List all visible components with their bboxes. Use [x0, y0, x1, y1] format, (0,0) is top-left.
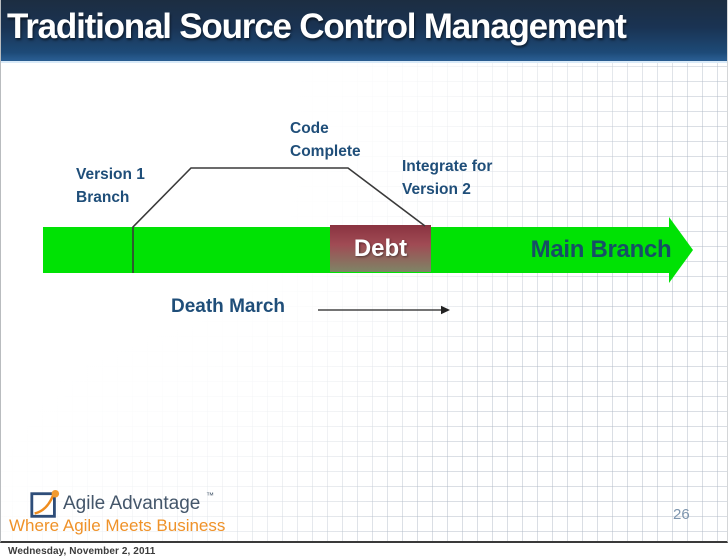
death-march-arrowhead	[441, 305, 450, 315]
agile-advantage-logo-icon	[30, 489, 60, 518]
logo-tagline-text: Where Agile Meets Business	[9, 516, 226, 535]
code-complete-label: Code Complete	[290, 120, 361, 160]
branch-lines-layer	[132, 167, 450, 315]
caption-strip: Wednesday, November 2, 2011	[0, 543, 728, 560]
version1-branch-label: Version 1 Branch	[76, 166, 145, 206]
slide-title: Traditional Source Control Management	[7, 7, 627, 46]
main-branch-label: Main Branch	[530, 236, 672, 263]
slide-title-bar: Traditional Source Control Management	[1, 0, 727, 63]
debt-label: Debt	[353, 234, 408, 262]
logo-trademark: ™	[206, 491, 214, 500]
version1-branch-line	[132, 167, 426, 273]
debt-box: Debt	[330, 225, 431, 272]
logo-name-text: Agile Advantage	[63, 493, 201, 514]
main-branch-arrow-head	[669, 217, 693, 283]
integrate-version2-label: Integrate for Version 2	[402, 158, 493, 198]
presentation-slide: Traditional Source Control Management De…	[0, 0, 728, 543]
grid-fade-overlay	[1, 63, 727, 541]
page-number: 26	[673, 506, 690, 523]
death-march-label: Death March	[171, 296, 286, 317]
slide-date: Wednesday, November 2, 2011	[8, 546, 156, 557]
